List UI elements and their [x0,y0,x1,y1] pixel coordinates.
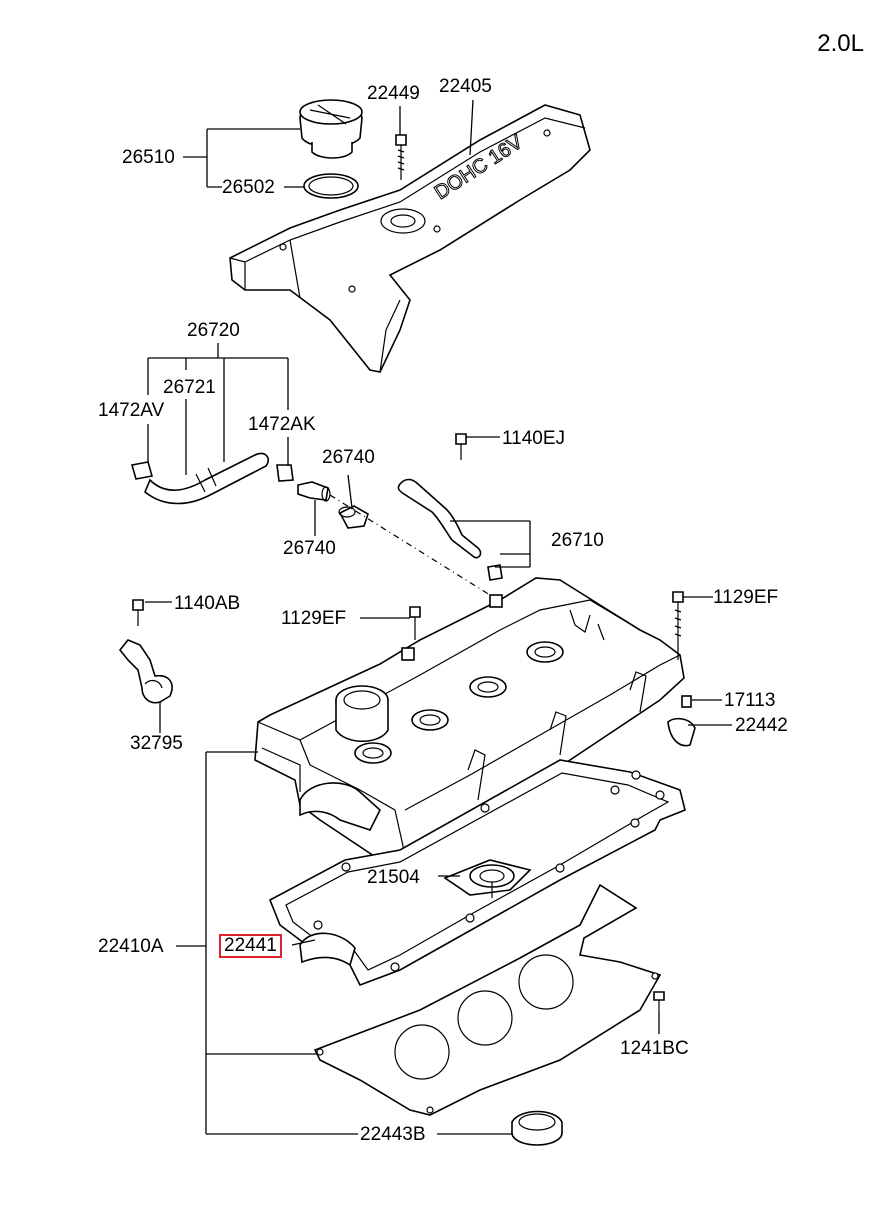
bolt-22449[interactable] [395,134,407,180]
assembly-line [329,494,491,596]
plug-17113[interactable] [681,695,692,708]
part-label-26721[interactable]: 26721 [163,377,216,398]
bolt-1129EF-right[interactable] [672,591,684,660]
breather-hose-26720[interactable] [144,452,270,505]
part-label-1472AK[interactable]: 1472AK [248,414,316,435]
part-label-26510[interactable]: 26510 [122,147,175,168]
engine-cover-22405[interactable]: DOHC 16V [229,104,591,373]
leader-lines [145,99,732,1135]
part-label-32795[interactable]: 32795 [130,733,183,754]
pcv-grommet-26740[interactable] [338,505,369,529]
hose-clamp-1472AV[interactable] [130,461,154,480]
hose-clamp-1472AK[interactable] [276,464,294,482]
part-label-17113[interactable]: 17113 [724,690,776,711]
pcv-valve-26740[interactable] [297,481,331,502]
part-label-22443B[interactable]: 22443B [360,1124,426,1145]
part-label-22410A[interactable]: 22410A [98,936,164,957]
half-moon-seal-22442[interactable] [667,717,696,747]
part-label-1129EF-right[interactable]: 1129EF [713,587,779,608]
bolt-1140AB[interactable] [132,599,144,626]
part-label-26502[interactable]: 26502 [222,177,275,198]
part-label-21504[interactable]: 21504 [367,867,420,888]
bolt-1140EJ[interactable] [455,433,467,460]
part-label-22441-highlighted[interactable]: 22441 [219,934,282,958]
part-label-22442[interactable]: 22442 [735,715,788,736]
cap-gasket-26502[interactable] [303,173,359,199]
part-label-1129EF-left[interactable]: 1129EF [281,608,347,629]
part-label-26710[interactable]: 26710 [551,530,604,551]
rocker-cover-22410A[interactable] [254,577,685,861]
part-label-1140AB[interactable]: 1140AB [174,593,241,614]
part-label-1472AV[interactable]: 1472AV [98,400,165,421]
part-label-22405[interactable]: 22405 [439,76,492,97]
part-label-1241BC[interactable]: 1241BC [620,1038,689,1059]
bolt-1129EF-left[interactable] [409,606,421,640]
ventilation-hose-26710[interactable] [397,478,503,581]
part-label-26720[interactable]: 26720 [187,320,240,341]
part-label-26740-lower[interactable]: 26740 [283,538,336,559]
part-label-26740-upper[interactable]: 26740 [322,447,375,468]
oil-seal-21504[interactable] [443,859,532,898]
part-label-22449[interactable]: 22449 [367,83,420,104]
spark-plug-gasket-22443[interactable] [313,883,662,1116]
bracket-32795[interactable] [118,639,173,704]
plug-seal-22443B[interactable] [511,1110,563,1146]
bolt-1241BC[interactable] [653,991,665,1012]
part-label-1140EJ[interactable]: 1140EJ [502,428,566,449]
oil-filler-cap-26510[interactable] [299,99,363,159]
engine-variant-label: 2.0L [817,30,864,57]
